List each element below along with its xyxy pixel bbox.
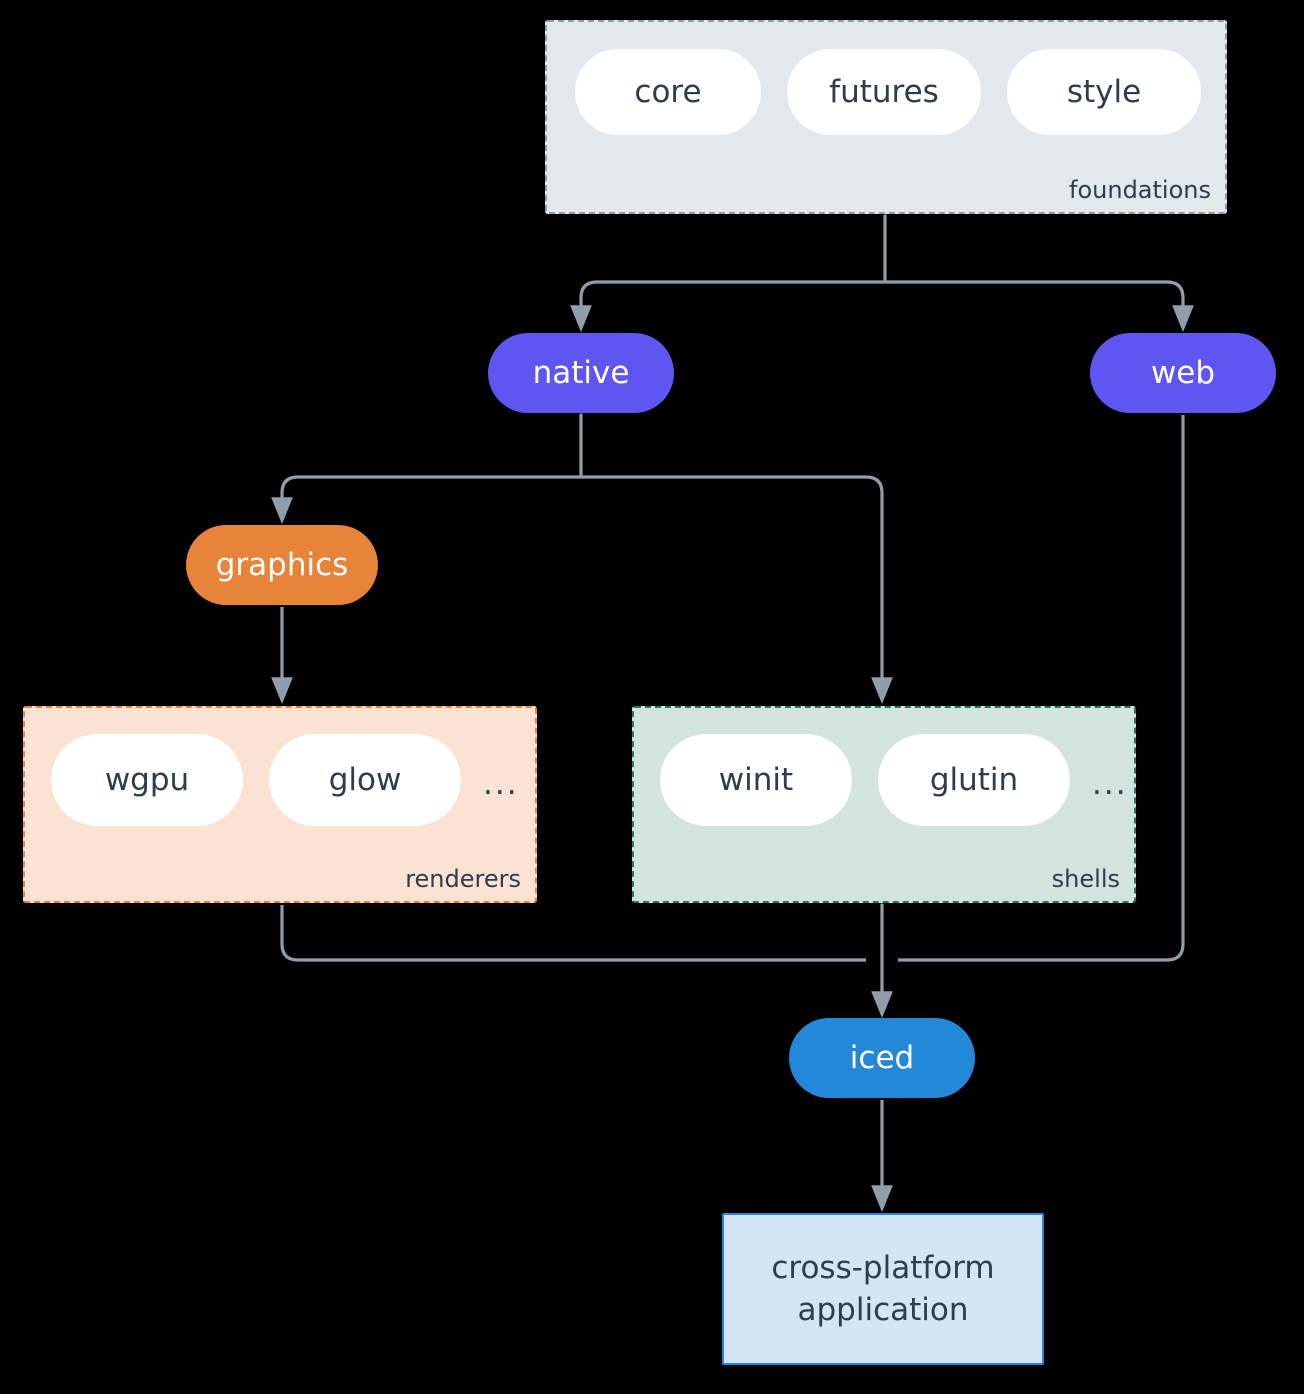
node-web[interactable]: web: [1090, 333, 1276, 413]
node-futures-label: futures: [829, 74, 939, 110]
node-glutin[interactable]: glutin: [878, 734, 1070, 826]
node-iced[interactable]: iced: [789, 1018, 975, 1098]
group-renderers: wgpu glow ... renderers: [23, 706, 537, 903]
node-wgpu-label: wgpu: [104, 762, 190, 798]
application-label-line1: cross-platform: [771, 1249, 995, 1286]
node-wgpu[interactable]: wgpu: [51, 734, 243, 826]
edge-foundations-to-web: [885, 280, 1194, 333]
node-cross-platform-application[interactable]: cross-platform application: [722, 1213, 1044, 1365]
edge-native-to-graphics: [271, 475, 581, 525]
node-glow-label: glow: [328, 762, 402, 798]
node-winit-label: winit: [718, 762, 794, 798]
node-glutin-label: glutin: [929, 762, 1019, 798]
group-foundations-label: foundations: [1069, 176, 1211, 204]
group-renderers-label: renderers: [405, 865, 521, 893]
node-futures[interactable]: futures: [787, 49, 981, 135]
node-web-label: web: [1150, 355, 1216, 391]
node-core[interactable]: core: [575, 49, 761, 135]
node-native-label: native: [532, 355, 630, 391]
edge-foundations-to-native: [570, 280, 885, 333]
edge-renderers-to-iced: [280, 905, 866, 962]
node-graphics-label: graphics: [215, 547, 349, 583]
shells-overflow-ellipsis: ...: [1092, 766, 1128, 802]
node-glow[interactable]: glow: [269, 734, 461, 826]
node-style-label: style: [1066, 74, 1142, 110]
application-label-line2: application: [797, 1292, 969, 1328]
node-style[interactable]: style: [1007, 49, 1201, 135]
node-core-label: core: [634, 74, 702, 110]
node-graphics[interactable]: graphics: [186, 525, 378, 605]
node-winit[interactable]: winit: [660, 734, 852, 826]
renderers-overflow-ellipsis: ...: [483, 766, 519, 802]
node-native[interactable]: native: [488, 333, 674, 413]
group-shells: winit glutin ... shells: [632, 706, 1136, 903]
group-foundations: core futures style foundations: [545, 20, 1227, 214]
edge-native-to-shells: [581, 475, 893, 705]
group-shells-label: shells: [1051, 865, 1120, 893]
node-iced-label: iced: [849, 1040, 915, 1076]
